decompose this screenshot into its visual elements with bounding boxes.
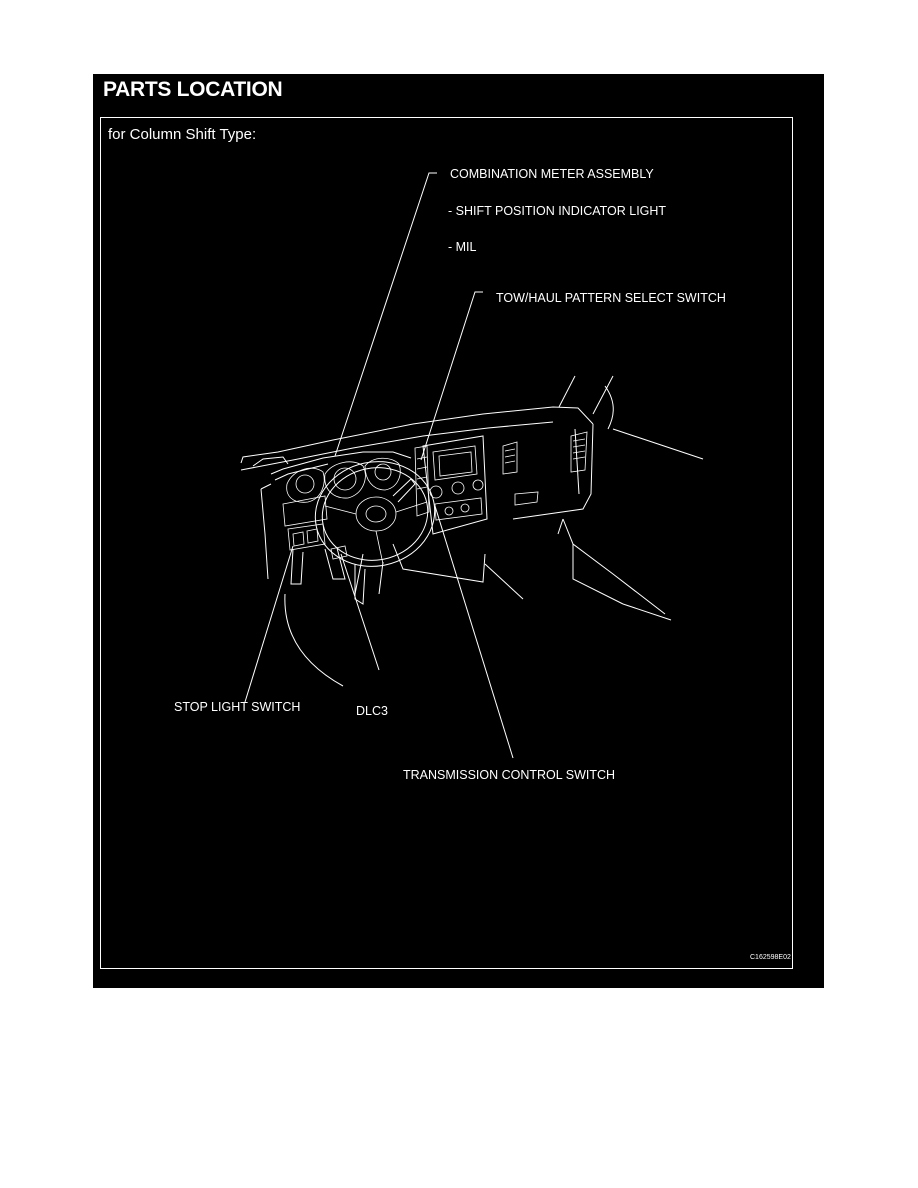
label-dlc3: DLC3 <box>356 704 388 718</box>
diagram-subtitle: for Column Shift Type: <box>108 126 257 143</box>
page-title: PARTS LOCATION <box>103 78 283 101</box>
label-tow-haul-switch: TOW/HAUL PATTERN SELECT SWITCH <box>496 291 726 305</box>
parts-location-panel: PARTS LOCATION for Column Shift Type: <box>93 74 824 988</box>
label-shift-indicator: - SHIFT POSITION INDICATOR LIGHT <box>448 204 666 218</box>
leader-tow-haul <box>420 291 483 461</box>
leader-dlc3 <box>340 553 380 671</box>
dashboard-diagram: COMBINATION METER ASSEMBLY - SHIFT POSIT… <box>174 167 791 961</box>
diagram-frame: for Column Shift Type: <box>100 117 793 969</box>
label-stop-light-switch: STOP LIGHT SWITCH <box>174 700 300 714</box>
label-combination-meter: COMBINATION METER ASSEMBLY <box>450 167 654 181</box>
leader-combination-meter <box>334 172 437 457</box>
leader-transmission <box>434 505 514 759</box>
dashboard-illustration <box>240 375 704 687</box>
label-transmission-switch: TRANSMISSION CONTROL SWITCH <box>403 768 615 782</box>
leader-stop-light <box>244 545 294 703</box>
label-mil: - MIL <box>448 240 477 254</box>
figure-code: C162598E02 <box>750 954 791 961</box>
leader-lines <box>244 172 514 759</box>
